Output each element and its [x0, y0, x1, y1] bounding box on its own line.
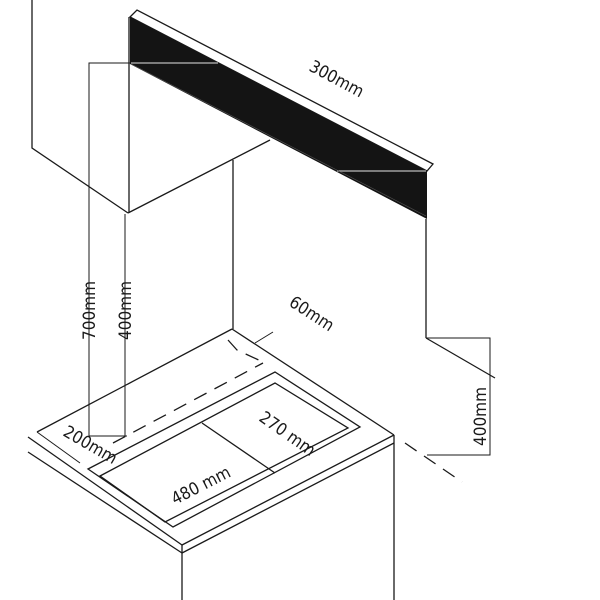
label-side-clearance: 400mm [471, 387, 491, 446]
dimension-lines [36, 62, 491, 483]
label-hood-to-counter: 700mm [80, 281, 100, 340]
label-hob-depth: 270 mm [255, 408, 319, 461]
label-hood-bottom-to-counter: 400mm [116, 281, 136, 340]
hob-cutout [86, 339, 362, 528]
label-front-clearance: 200mm [60, 422, 121, 469]
label-back-clearance: 60mm [285, 292, 337, 336]
range-hood [127, 9, 496, 379]
label-hood-width: 300mm [306, 57, 367, 102]
wall-outline [31, 0, 129, 214]
countertop [27, 328, 395, 600]
label-hob-width: 480 mm [168, 463, 234, 510]
